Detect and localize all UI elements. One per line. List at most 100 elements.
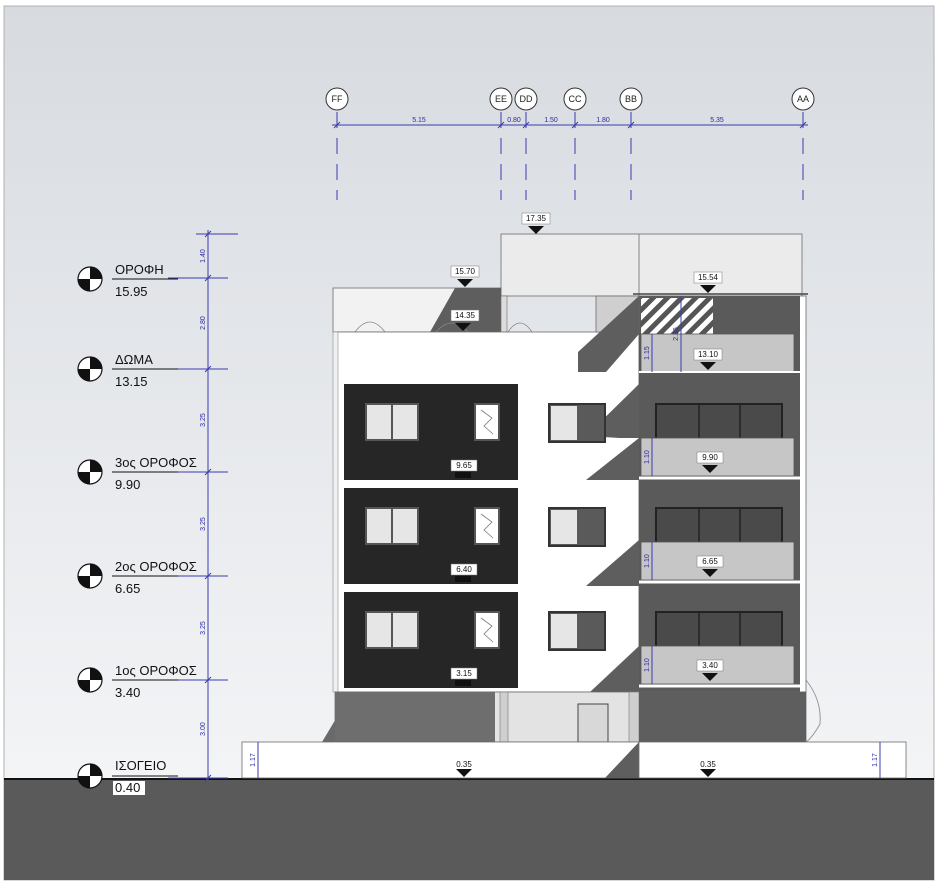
grid-spacing-ee-dd: 0.80 xyxy=(507,117,521,124)
facade-shadow-f2 xyxy=(586,540,639,586)
elev-marker-f1-left: 3.15 xyxy=(450,667,478,686)
grid-lines xyxy=(336,112,804,200)
pilotis-column-2 xyxy=(628,691,640,743)
balcony-floor-2 xyxy=(639,507,800,584)
svg-text:15.70: 15.70 xyxy=(455,267,476,276)
balcony-floor-3 xyxy=(639,403,800,480)
level-value-floor-2: 6.65 xyxy=(115,581,140,596)
level-value-ground: 0.40 xyxy=(115,780,140,795)
level-value-ground-bg xyxy=(113,781,145,795)
grid-bubble-ff: FF xyxy=(325,87,349,111)
svg-text:9.90: 9.90 xyxy=(702,453,718,462)
grid-bubble-aa: AA xyxy=(791,87,815,111)
roof-equipment-3 xyxy=(507,322,533,333)
base-dim-left-label: 1.17 xyxy=(250,753,257,767)
level-value-terrace: 13.15 xyxy=(115,374,148,389)
level-name-terrace: ΔΩΜΑ xyxy=(115,352,153,367)
svg-text:17.35: 17.35 xyxy=(526,214,547,223)
grid-label-cc: CC xyxy=(569,94,582,104)
elev-marker-top: 17.35 xyxy=(521,212,551,234)
dark-panel-floor-3 xyxy=(344,384,518,480)
tree-outline-right xyxy=(805,679,821,743)
vdim-4: 3.25 xyxy=(200,517,207,531)
ground-section xyxy=(4,780,934,880)
balcony-floor-1 xyxy=(639,611,800,688)
entrance-door xyxy=(577,703,609,743)
base-shadow xyxy=(605,742,639,778)
svg-text:0.35: 0.35 xyxy=(456,760,472,769)
level-symbol-floor-3 xyxy=(77,459,178,485)
level-symbol-floor-1 xyxy=(77,667,178,693)
grid-bubble-dd: DD xyxy=(514,87,538,111)
vdim-6: 3.00 xyxy=(200,722,207,736)
svg-text:3.40: 3.40 xyxy=(702,661,718,670)
grid-label-dd: DD xyxy=(520,94,533,104)
level-symbol-ground xyxy=(77,763,178,789)
dark-panel-floor-1 xyxy=(344,592,518,688)
pergola-hatched-panel xyxy=(641,298,713,334)
level-symbol-roof xyxy=(77,266,178,292)
elev-marker-roof-left: 14.35 xyxy=(450,309,480,331)
level-name-floor-1: 1ος ΟΡΟΦΟΣ xyxy=(115,663,197,678)
level-value-roof: 15.95 xyxy=(115,284,148,299)
grid-spacing-ff-ee: 5.15 xyxy=(412,117,426,124)
level-value-floor-1: 3.40 xyxy=(115,685,140,700)
facade-shadow-f3b xyxy=(586,438,639,480)
vdim-2: 2.80 xyxy=(200,316,207,330)
vdim-5: 3.25 xyxy=(200,621,207,635)
grid-label-ee: EE xyxy=(495,94,507,104)
roof-box xyxy=(500,295,508,333)
svg-text:6.65: 6.65 xyxy=(702,557,718,566)
grid-label-aa: AA xyxy=(797,94,809,104)
dark-panel-floor-2 xyxy=(344,488,518,584)
svg-text:13.10: 13.10 xyxy=(698,350,719,359)
roof-equipment-2 xyxy=(435,322,469,333)
rail-dim-f2-label: 1.10 xyxy=(644,554,651,568)
level-value-floor-3: 9.90 xyxy=(115,477,140,492)
stair-window-2 xyxy=(548,507,606,547)
grid-dim-line xyxy=(332,121,808,129)
svg-text:15.54: 15.54 xyxy=(698,273,719,282)
roof-equipment-1 xyxy=(354,321,386,333)
svg-text:14.35: 14.35 xyxy=(455,311,476,320)
stair-window-1 xyxy=(548,611,606,651)
side-pilaster-left xyxy=(332,331,339,693)
elev-marker-f2-left: 6.40 xyxy=(450,563,478,582)
level-name-roof: ΟΡΟΦΗ xyxy=(115,262,164,277)
svg-text:0.35: 0.35 xyxy=(700,760,716,769)
elev-marker-ground-right: 0.35 xyxy=(700,760,716,777)
svg-text:3.15: 3.15 xyxy=(456,669,472,678)
vdim-3: 3.25 xyxy=(200,413,207,427)
penthouse-block xyxy=(500,233,803,297)
facade-shadow-roof xyxy=(578,296,639,372)
grid-spacing-bb-aa: 5.35 xyxy=(710,117,724,124)
pilotis-column-1 xyxy=(499,691,509,743)
level-symbol-floor-2 xyxy=(77,563,178,589)
pilotis-right xyxy=(639,692,806,742)
elev-marker-f3-left: 9.65 xyxy=(450,459,478,478)
facade-shadow-f1 xyxy=(590,646,639,692)
grid-spacing-cc-bb: 1.80 xyxy=(596,117,610,124)
grid-spacing-dd-cc: 1.50 xyxy=(544,117,558,124)
rail-dim-pergola-label: 2.36 xyxy=(673,327,680,341)
svg-text:6.40: 6.40 xyxy=(456,565,472,574)
rail-dim-roof-label: 1.15 xyxy=(644,346,651,360)
level-name-floor-3: 3ος ΟΡΟΦΟΣ xyxy=(115,455,197,470)
base-dim-right-label: 1.17 xyxy=(872,753,879,767)
elev-marker-roof-right: 13.10 xyxy=(693,348,723,370)
elev-marker-ground-left: 0.35 xyxy=(456,760,472,777)
grid-label-bb: BB xyxy=(625,94,637,104)
pilotis-shadow-left xyxy=(335,692,495,742)
level-name-ground: ΙΣΟΓΕΙΟ xyxy=(115,758,166,773)
level-name-floor-2: 2ος ΟΡΟΦΟΣ xyxy=(115,559,197,574)
elev-marker-f2-right: 6.65 xyxy=(696,555,724,577)
grid-bubble-ee: EE xyxy=(489,87,513,111)
vertical-dim-chain xyxy=(168,230,238,782)
stair-window-3 xyxy=(548,403,606,443)
grid-label-ff: FF xyxy=(332,94,343,104)
rail-dim-f3-label: 1.10 xyxy=(644,450,651,464)
rail-dim-f1-label: 1.10 xyxy=(644,658,651,672)
elev-marker-f3-right: 9.90 xyxy=(696,451,724,473)
